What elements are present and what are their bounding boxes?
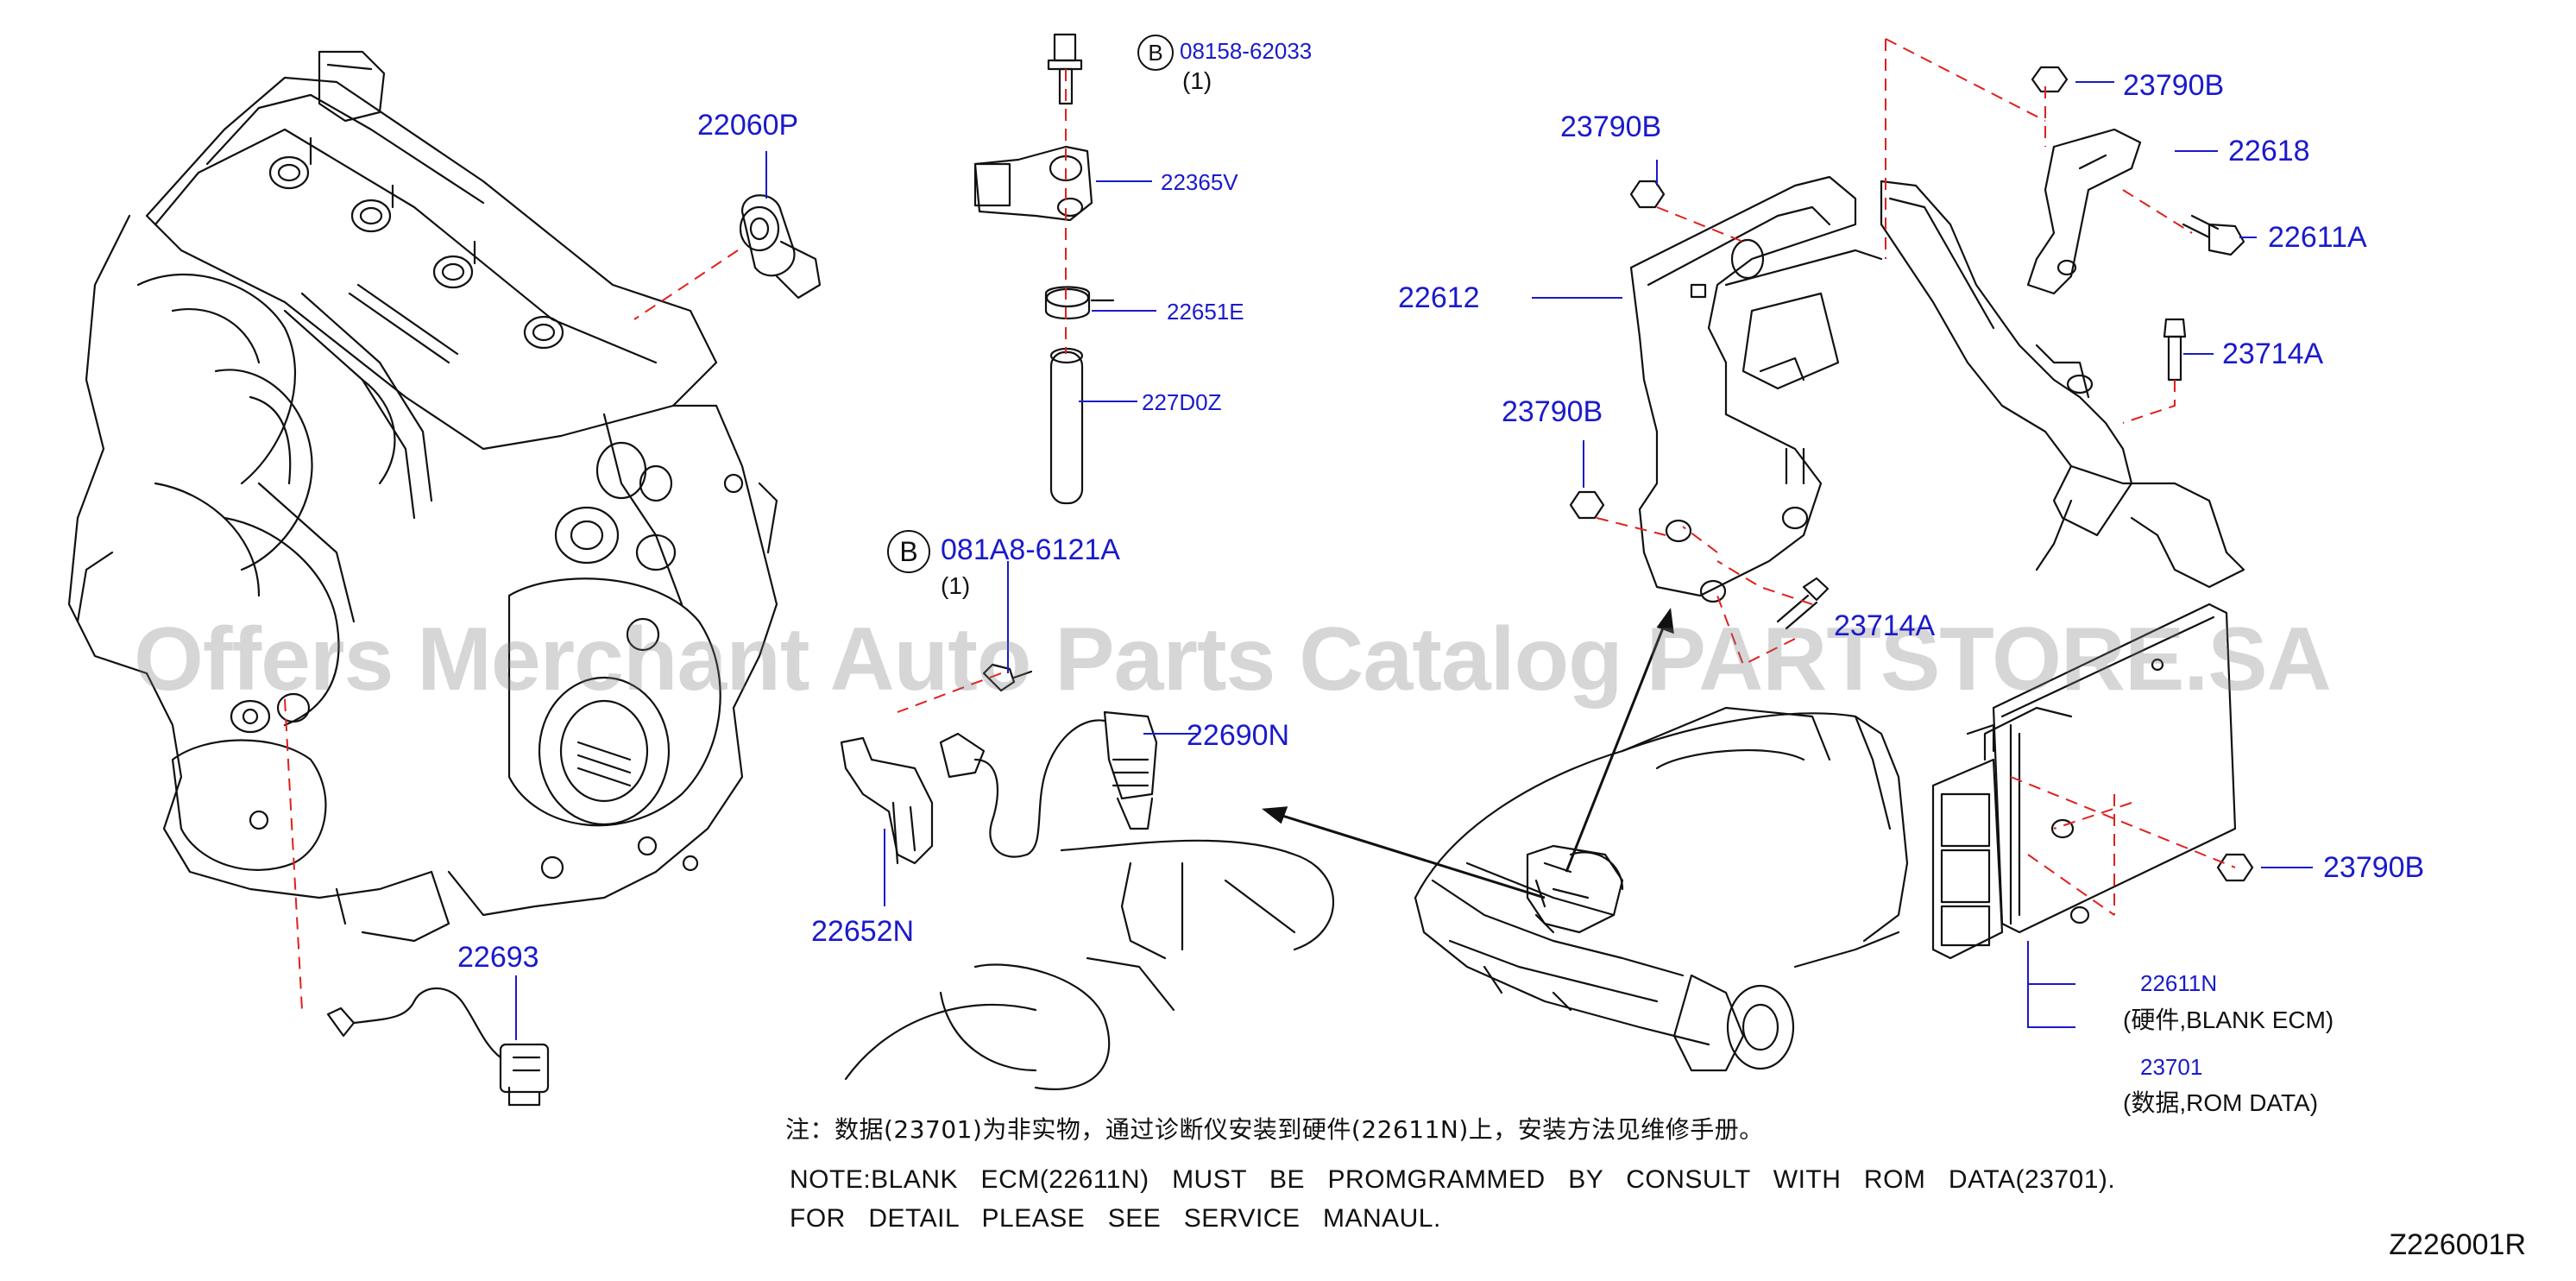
bolt-marker-b-center: B — [887, 530, 930, 573]
part-desc-23701: (数据,ROM DATA) — [2123, 1089, 2319, 1116]
vehicle-illustration — [1414, 706, 1909, 1072]
part-label-22690N[interactable]: 22690N — [1187, 719, 1290, 752]
part-label-22060P[interactable]: 22060P — [697, 109, 799, 142]
camshaft-sensor-stack — [973, 33, 1115, 505]
part-qty-08158: (1) — [1182, 67, 1212, 94]
note-english-line-2: FOR DETAIL PLEASE SEE SERVICE MANAUL. — [790, 1204, 1441, 1233]
part-qty-081A8: (1) — [941, 572, 971, 599]
part-label-23790B-upper[interactable]: 23790B — [1560, 110, 1662, 143]
part-label-22611N[interactable]: 22611N — [2140, 970, 2218, 996]
engine-illustration — [67, 50, 778, 943]
oxygen-sensor-assembly — [840, 663, 1158, 865]
part-label-22651E[interactable]: 22651E — [1167, 299, 1244, 325]
part-label-08158-62033[interactable]: 08158-62033 — [1180, 38, 1313, 64]
part-label-23790B-top[interactable]: 23790B — [2123, 69, 2225, 102]
intake-duct — [844, 839, 1334, 1090]
watermark-text: Offers Merchant Auto Parts Catalog PARTS… — [134, 609, 2332, 710]
location-arrows — [1262, 608, 1674, 899]
part-label-23790B-mid[interactable]: 23790B — [1502, 395, 1603, 428]
knock-sensor-22060P — [739, 194, 822, 300]
part-label-227D0Z[interactable]: 227D0Z — [1142, 389, 1222, 415]
part-label-22612[interactable]: 22612 — [1398, 281, 1480, 314]
part-label-22611A[interactable]: 22611A — [2268, 221, 2367, 254]
hardware-fasteners — [1569, 66, 2254, 882]
figure-code: Z226001R — [2389, 1228, 2526, 1261]
part-label-22652N[interactable]: 22652N — [811, 915, 915, 948]
bolt-marker-b-top: B — [1137, 35, 1174, 71]
part-label-22618[interactable]: 22618 — [2228, 135, 2310, 167]
note-chinese: 注：数据(23701)为非实物，通过诊断仪安装到硬件(22611N)上，安装方法… — [785, 1115, 1764, 1144]
part-label-23714A-center[interactable]: 23714A — [1834, 609, 1936, 642]
part-label-22365V[interactable]: 22365V — [1161, 169, 1238, 195]
ecm-unit — [1931, 603, 2237, 960]
note-english-line-1: NOTE:BLANK ECM(22611N) MUST BE PROMGRAMM… — [790, 1165, 2116, 1194]
leader-lines — [515, 81, 2313, 1040]
part-label-22693[interactable]: 22693 — [457, 941, 539, 974]
part-label-23701[interactable]: 23701 — [2140, 1054, 2203, 1080]
sensor-harness-22693 — [326, 988, 550, 1107]
ecm-bracket-22612 — [1629, 175, 2245, 603]
part-label-23714A-right[interactable]: 23714A — [2222, 338, 2324, 370]
part-label-081A8-6121A[interactable]: 081A8-6121A — [941, 533, 1120, 566]
part-label-23790B-right[interactable]: 23790B — [2323, 851, 2425, 884]
dashed-relation-lines — [284, 38, 2236, 1011]
part-desc-22611N: (硬件,BLANK ECM) — [2123, 1006, 2334, 1033]
